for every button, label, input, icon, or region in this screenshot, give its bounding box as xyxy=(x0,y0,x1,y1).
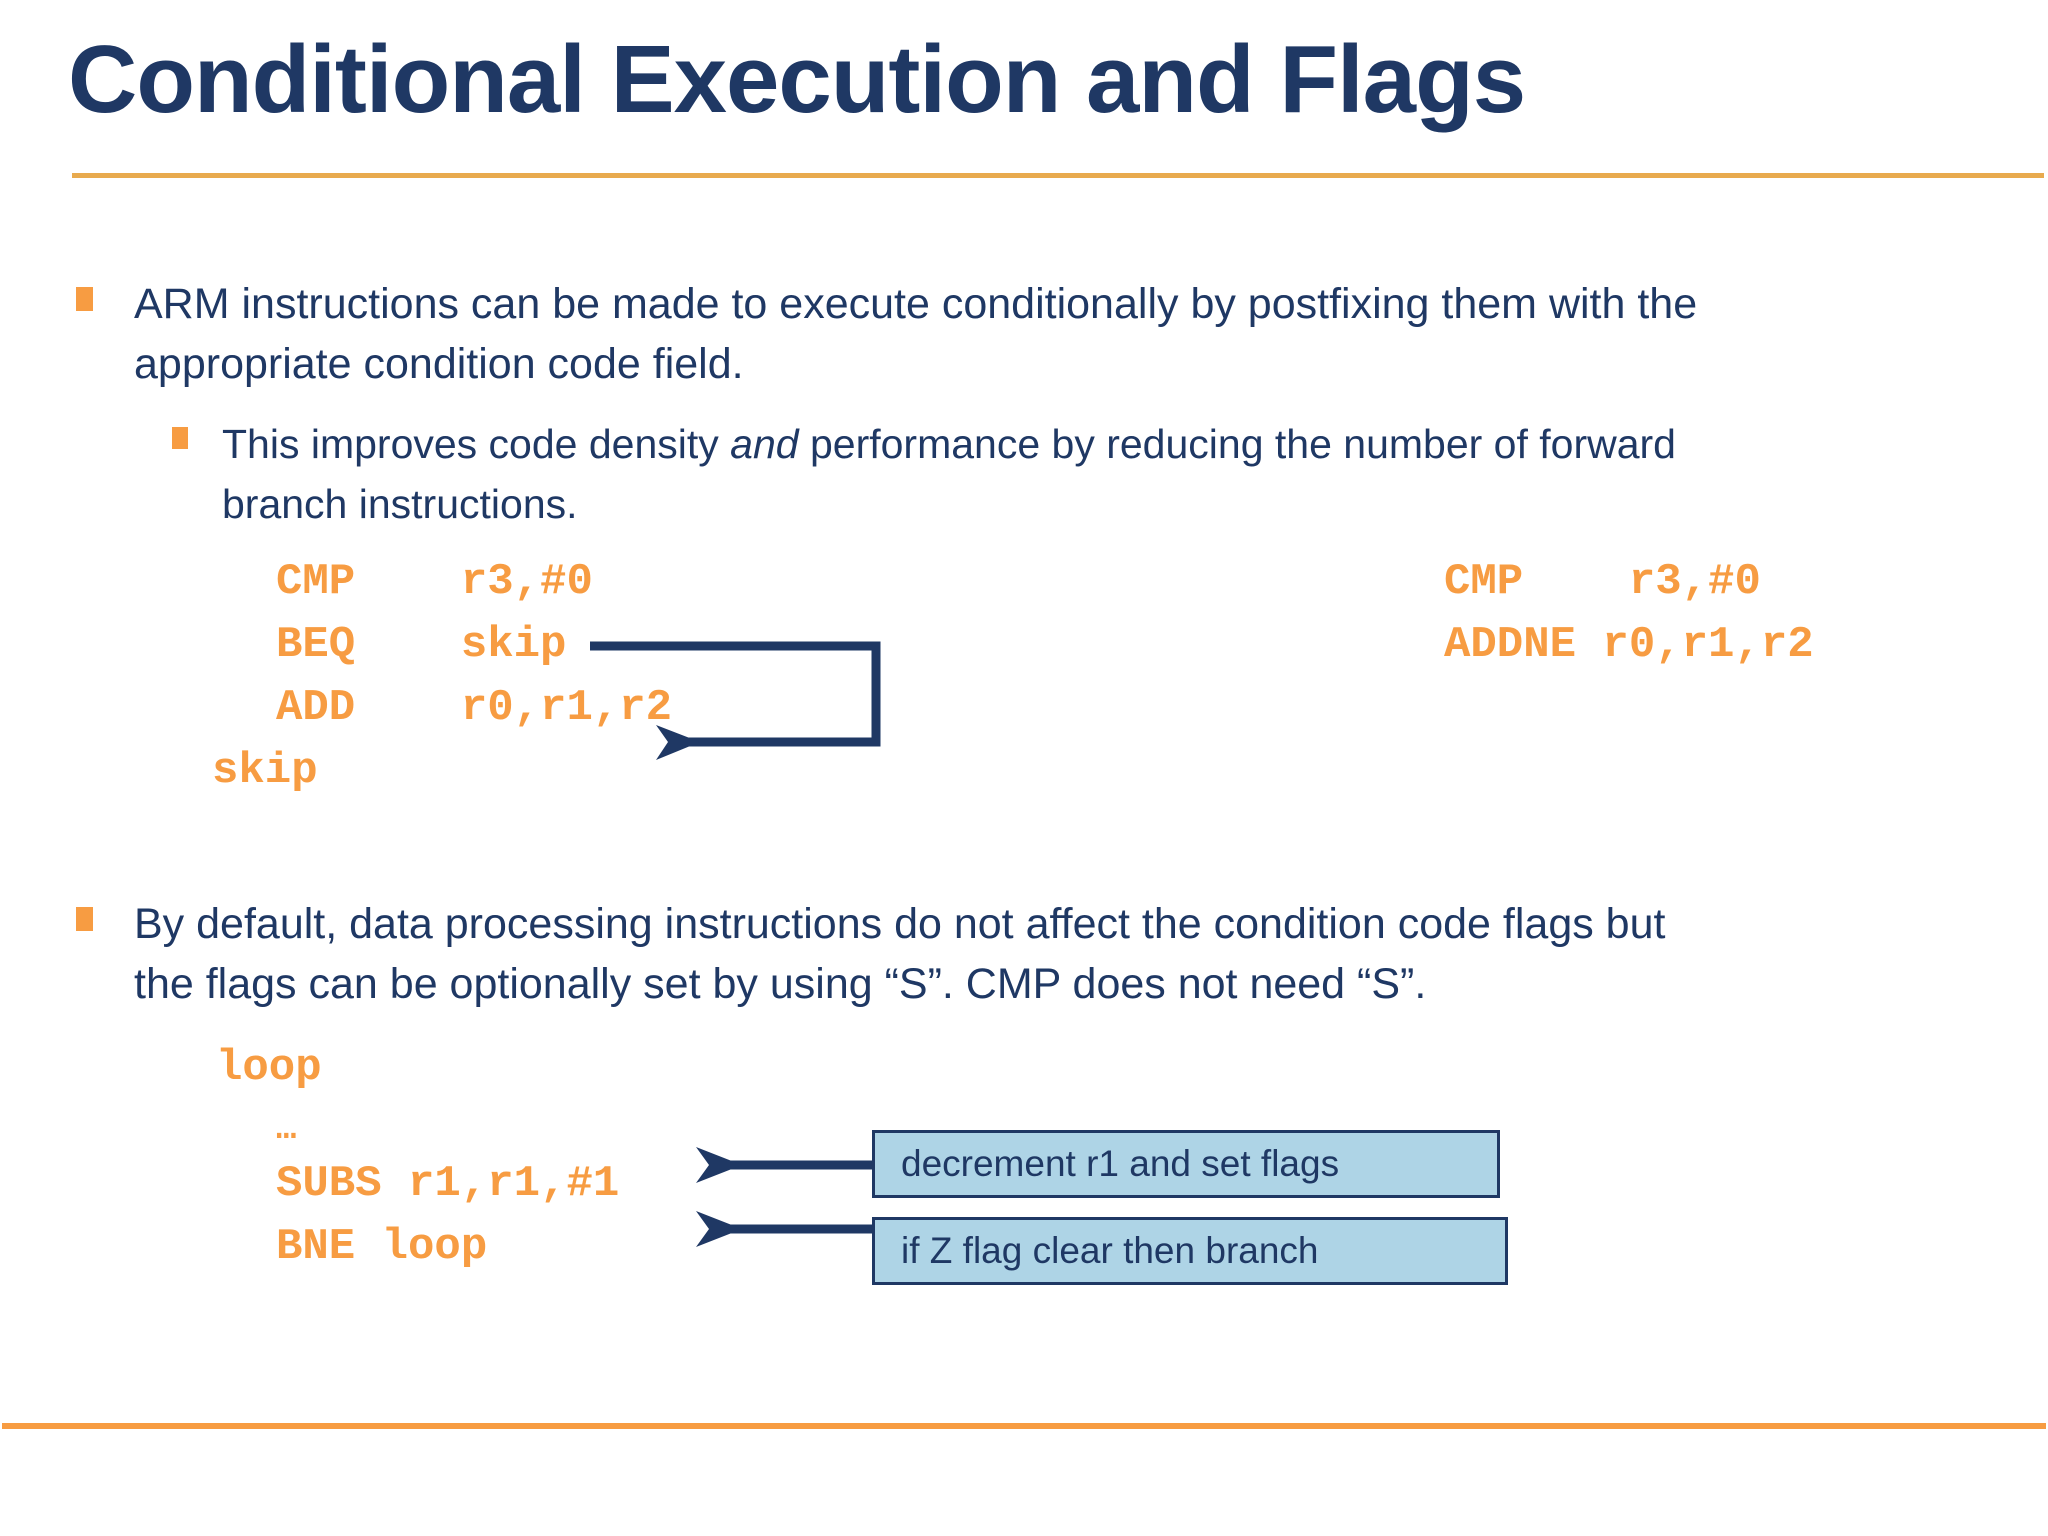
title-divider xyxy=(72,173,2044,178)
callout-branch: if Z flag clear then branch xyxy=(872,1217,1508,1285)
code-right-line-1: CMP r3,#0 xyxy=(1444,557,1761,607)
code-left-line-3: ADD r0,r1,r2 xyxy=(276,683,673,733)
bullet-marker-3-icon xyxy=(76,907,93,931)
code-right-line-2: ADDNE r0,r1,r2 xyxy=(1444,620,1814,670)
bullet-2-text-b: performance by reducing the number of fo… xyxy=(798,421,1676,467)
bullet-2-text-a: This improves code density xyxy=(222,421,731,467)
callout-arrow-branch-icon xyxy=(696,1211,872,1247)
page-title: Conditional Execution and Flags xyxy=(68,26,1526,133)
bullet-2-line-2: branch instructions. xyxy=(222,481,578,527)
code-left-line-1: CMP r3,#0 xyxy=(276,557,593,607)
bullet-1-line-2: appropriate condition code field. xyxy=(134,340,744,388)
bullet-2-emphasis: and xyxy=(730,421,799,467)
code-loop-label: loop xyxy=(216,1043,322,1093)
code-loop-ellipsis: … xyxy=(276,1111,297,1149)
bullet-3-line-1: By default, data processing instructions… xyxy=(134,900,1666,948)
code-left-label-skip: skip xyxy=(212,746,318,796)
sub-bullet-marker-icon xyxy=(172,427,188,449)
callout-arrow-decrement-icon xyxy=(696,1147,872,1183)
bullet-2-line-1: This improves code density and performan… xyxy=(222,417,2042,471)
bullet-1-line-1: ARM instructions can be made to execute … xyxy=(134,280,1698,328)
callout-decrement: decrement r1 and set flags xyxy=(872,1130,1500,1198)
code-loop-line-2: BNE loop xyxy=(276,1222,488,1272)
bullet-marker-icon xyxy=(76,287,93,311)
code-loop-line-1: SUBS r1,r1,#1 xyxy=(276,1159,620,1209)
bullet-3-line-2: the flags can be optionally set by using… xyxy=(134,960,1427,1008)
footer-divider xyxy=(2,1423,2046,1429)
code-left-line-2: BEQ skip xyxy=(276,620,567,670)
